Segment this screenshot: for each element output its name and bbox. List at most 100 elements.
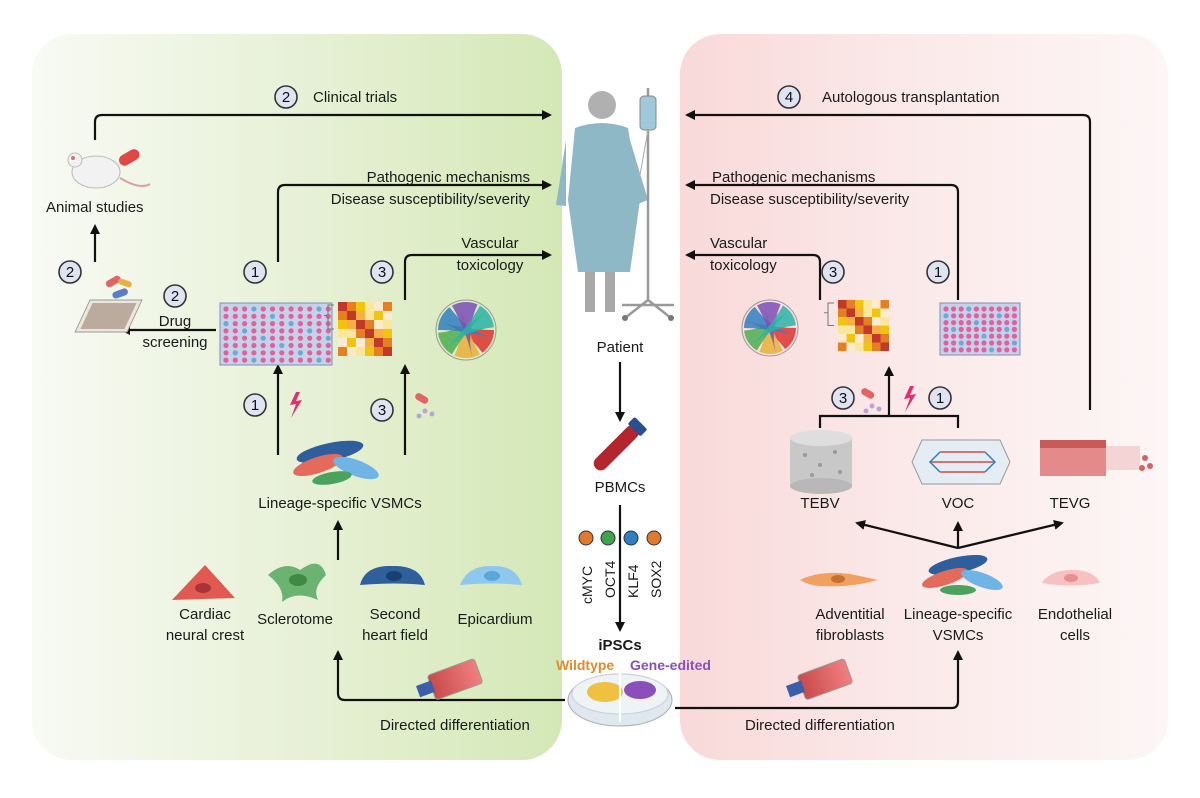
heatmap-cell bbox=[855, 342, 864, 351]
well bbox=[297, 342, 303, 349]
well bbox=[251, 342, 257, 349]
chord-ribbon bbox=[744, 306, 795, 336]
well bbox=[1004, 347, 1010, 353]
heatmap-cell bbox=[374, 311, 383, 320]
step-2-clinical: 2 bbox=[274, 85, 298, 109]
heatmap-cell bbox=[374, 329, 383, 338]
heatmap-cell bbox=[880, 334, 889, 343]
svg-text:3: 3 bbox=[378, 264, 386, 281]
well bbox=[966, 320, 972, 326]
well bbox=[297, 313, 303, 319]
heatmap-cell bbox=[347, 320, 356, 329]
step-2-drug: 2 bbox=[163, 284, 187, 308]
well bbox=[1011, 306, 1018, 312]
well bbox=[966, 340, 972, 346]
well bbox=[232, 357, 238, 363]
disease-susceptibility-left-label: Disease susceptibility/severity bbox=[330, 191, 530, 208]
well bbox=[966, 306, 972, 312]
well bbox=[242, 350, 248, 356]
well bbox=[981, 333, 987, 339]
well bbox=[316, 306, 322, 312]
klf4-dot bbox=[623, 530, 639, 546]
well bbox=[943, 313, 949, 319]
petri-dish-icon bbox=[567, 672, 673, 727]
well bbox=[966, 326, 972, 332]
heatmap-cell bbox=[855, 317, 864, 326]
vascular-left-label: Vascular bbox=[461, 235, 519, 252]
fibroblasts-label: fibroblasts bbox=[815, 627, 885, 644]
heatmap-cell bbox=[863, 325, 872, 334]
pathogenic-left-arrow bbox=[276, 180, 552, 262]
well bbox=[973, 326, 980, 332]
well bbox=[242, 328, 248, 334]
step-1-vsmc-left: 1 bbox=[243, 393, 267, 417]
well bbox=[1004, 333, 1010, 339]
well bbox=[242, 313, 248, 319]
heatmap-cell bbox=[374, 347, 383, 356]
heatmap-cell bbox=[347, 338, 356, 347]
well bbox=[958, 326, 964, 332]
heatmap-cell bbox=[365, 302, 374, 311]
well bbox=[307, 335, 313, 341]
cells-label: cells bbox=[1059, 627, 1090, 644]
directed-differentiation-right-label: Directed differentiation bbox=[745, 717, 895, 734]
heatmap-cell bbox=[872, 334, 881, 343]
well bbox=[288, 342, 294, 349]
well bbox=[288, 306, 294, 312]
well bbox=[325, 342, 331, 349]
well bbox=[958, 340, 964, 346]
heatmap-cell bbox=[872, 300, 881, 309]
well bbox=[232, 313, 238, 319]
well bbox=[943, 326, 949, 332]
heatmap-cell bbox=[880, 317, 889, 326]
step-1-plate-left: 1 bbox=[243, 260, 267, 284]
bracket-arrow bbox=[818, 368, 960, 428]
well bbox=[1004, 326, 1010, 332]
well bbox=[1011, 313, 1018, 319]
well bbox=[325, 328, 331, 334]
heatmap-cell bbox=[338, 338, 347, 347]
heatmap-cell bbox=[863, 308, 872, 317]
well bbox=[1004, 313, 1010, 319]
step-3-bracket: 3 bbox=[831, 386, 855, 410]
tebv-label: TEBV bbox=[800, 495, 840, 512]
heatmap-cell bbox=[347, 347, 356, 356]
well bbox=[269, 350, 276, 356]
well bbox=[251, 306, 257, 312]
well bbox=[951, 326, 957, 332]
heatmap-cell bbox=[356, 329, 365, 338]
heatmap-cell bbox=[855, 300, 864, 309]
heatmap-cell bbox=[338, 302, 347, 311]
well bbox=[269, 335, 276, 341]
well bbox=[958, 333, 964, 339]
well bbox=[242, 357, 248, 363]
well bbox=[251, 335, 257, 341]
well bbox=[316, 335, 322, 341]
klf4-label: KLF4 bbox=[625, 564, 641, 598]
well bbox=[973, 306, 980, 312]
heatmap-cell bbox=[855, 334, 864, 343]
toxicology-left-label: toxicology bbox=[456, 257, 524, 274]
step-3-right: 3 bbox=[821, 260, 845, 284]
well bbox=[316, 342, 322, 349]
well bbox=[996, 340, 1002, 346]
well bbox=[260, 328, 266, 334]
well bbox=[996, 320, 1002, 326]
well bbox=[966, 313, 972, 319]
well bbox=[307, 306, 313, 312]
sclerotome-label: Sclerotome bbox=[257, 611, 333, 628]
well bbox=[251, 321, 257, 327]
patient-figure-icon bbox=[556, 91, 648, 312]
heatmap-cell bbox=[880, 325, 889, 334]
compound-icon-right bbox=[861, 388, 882, 414]
right-panel-tissue-engineering bbox=[680, 34, 1168, 760]
heatmap-cell bbox=[365, 329, 374, 338]
well bbox=[316, 357, 322, 363]
well bbox=[316, 321, 322, 327]
well bbox=[297, 306, 303, 312]
heatmap-cell bbox=[347, 302, 356, 311]
heatmap-cell bbox=[863, 342, 872, 351]
well bbox=[996, 313, 1002, 319]
well bbox=[951, 306, 957, 312]
